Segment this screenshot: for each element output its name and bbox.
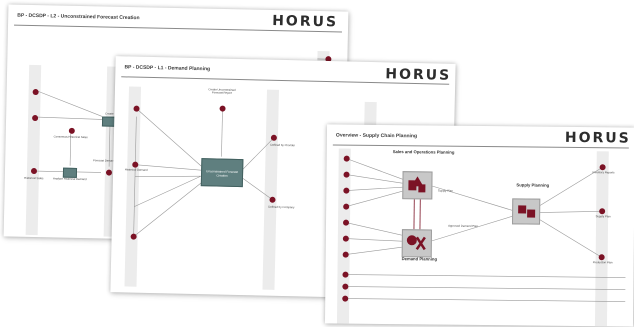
node-label: Supply Plan xyxy=(584,215,622,219)
supply-planning-icon xyxy=(513,199,539,223)
input-node xyxy=(343,188,349,194)
input-node xyxy=(343,204,349,210)
input-node xyxy=(344,156,350,162)
input-node xyxy=(342,284,348,290)
input-node xyxy=(342,296,348,302)
output-node xyxy=(269,197,275,203)
input-node xyxy=(343,172,349,178)
sop-icon xyxy=(403,172,431,198)
process-box-sop xyxy=(402,171,432,199)
input-node xyxy=(32,115,38,121)
process-box-analyze-demand xyxy=(63,168,77,178)
process-box-label: Unconstrained Forecast Creation xyxy=(202,170,242,179)
input-node xyxy=(343,236,349,242)
output-node xyxy=(271,135,277,141)
diagram-sheet-supply-chain: Overview - Supply Chain Planning HORUS xyxy=(325,124,634,326)
node-label: Production Plan xyxy=(584,261,622,265)
node-label: Approved Demand Plan xyxy=(444,225,482,229)
input-node xyxy=(343,220,349,226)
input-node xyxy=(33,89,39,95)
input-node xyxy=(342,272,348,278)
node-label: Inventory Reports xyxy=(585,171,623,175)
process-box-supply-planning xyxy=(512,198,540,224)
supply-planning-heading: Supply Planning xyxy=(516,182,549,187)
input-node xyxy=(106,170,112,176)
input-node xyxy=(133,106,139,112)
demand-planning-icon xyxy=(403,230,431,256)
input-node xyxy=(31,168,37,174)
process-box-demand-planning xyxy=(402,229,432,257)
process-box-forecast-creation: Unconstrained Forecast Creation xyxy=(201,158,244,187)
input-node xyxy=(131,234,137,240)
node-label: Create Unconstrained Forecast Report xyxy=(203,88,241,95)
input-node xyxy=(69,128,75,134)
input-node xyxy=(343,252,349,258)
sop-heading: Sales and Operations Planning xyxy=(393,149,455,155)
